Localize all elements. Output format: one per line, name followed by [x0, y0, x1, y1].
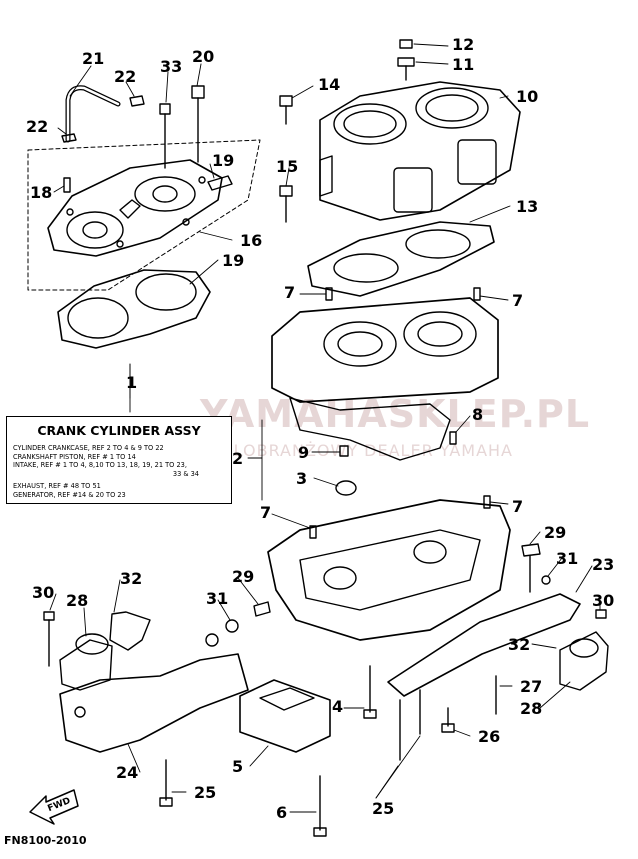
callout-27: 27: [520, 677, 542, 696]
callout-16: 16: [240, 231, 262, 250]
callout-19-a: 19: [212, 151, 234, 170]
callout-7-a: 7: [284, 283, 295, 302]
callout-4: 4: [332, 697, 343, 716]
callout-22-b: 22: [26, 117, 48, 136]
callout-25-b: 25: [372, 799, 394, 818]
callout-8: 8: [472, 405, 483, 424]
reed-valve: [239, 679, 331, 753]
callout-14: 14: [318, 75, 340, 94]
callout-labels: 1 2 3 4 5 6 7 7 7 7 8 9 10 11 12 13 14 1…: [26, 35, 614, 822]
callout-21: 21: [82, 49, 104, 68]
callout-12: 12: [452, 35, 474, 54]
ref-exhaust: EXHAUST, REF # 48 TO 51: [13, 482, 101, 491]
callout-18: 18: [30, 183, 52, 202]
head-cover-group: [27, 85, 261, 399]
forward-direction-arrow: FWD: [29, 789, 79, 825]
callout-15: 15: [276, 157, 298, 176]
callout-23: 23: [592, 555, 614, 574]
callout-25-a: 25: [194, 783, 216, 802]
callout-7-c: 7: [512, 497, 523, 516]
callout-33: 33: [160, 57, 182, 76]
callout-7-b: 7: [512, 291, 523, 310]
ref-intake: INTAKE, REF # 1 TO 4, 8,10 TO 13, 18, 19…: [13, 461, 187, 470]
ref-cylinder-crankcase: CYLINDER CRANKCASE, REF 2 TO 4 & 9 TO 22: [13, 444, 164, 452]
callout-29-a: 29: [232, 567, 254, 586]
assembly-title: CRANK CYLINDER ASSY: [37, 423, 201, 438]
ref-intake-continued: 33 & 34: [172, 469, 199, 478]
ref-generator: GENERATOR, REF #14 & 20 TO 23: [13, 490, 126, 499]
upper-crankcase: [271, 287, 499, 496]
cylinder-gasket: [307, 221, 495, 297]
callout-5: 5: [232, 757, 243, 776]
cylinder-group: [279, 39, 521, 223]
callout-6: 6: [276, 803, 287, 822]
callout-9: 9: [298, 443, 309, 462]
lower-crankcase: [267, 495, 511, 837]
callout-13: 13: [516, 197, 538, 216]
callout-11: 11: [452, 55, 474, 74]
callout-30-b: 30: [592, 591, 614, 610]
left-engine-mount: [43, 601, 271, 807]
figure-code: FN8100-2010: [4, 834, 87, 847]
callout-19-b: 19: [222, 251, 244, 270]
callout-3: 3: [296, 469, 307, 488]
callout-2: 2: [232, 449, 243, 468]
leader-lines: [49, 43, 601, 813]
callout-30-a: 30: [32, 583, 54, 602]
callout-28-a: 28: [66, 591, 88, 610]
callout-28-b: 28: [520, 699, 542, 718]
callout-20: 20: [192, 47, 214, 66]
callout-26: 26: [478, 727, 500, 746]
callout-32-b: 32: [508, 635, 530, 654]
callout-29-b: 29: [544, 523, 566, 542]
callout-10: 10: [516, 87, 538, 106]
right-engine-mount: [387, 543, 609, 697]
callout-24: 24: [116, 763, 138, 782]
callout-31-b: 31: [556, 549, 578, 568]
assembly-reference-box: CRANK CYLINDER ASSY CYLINDER CRANKCASE, …: [6, 416, 232, 504]
ref-crankshaft-piston: CRANKSHAFT PISTON, REF # 1 TO 14: [13, 452, 136, 461]
callout-1: 1: [126, 373, 137, 392]
callout-31-a: 31: [206, 589, 228, 608]
callout-7-d: 7: [260, 503, 271, 522]
callout-32-a: 32: [120, 569, 142, 588]
callout-22-a: 22: [114, 67, 136, 86]
